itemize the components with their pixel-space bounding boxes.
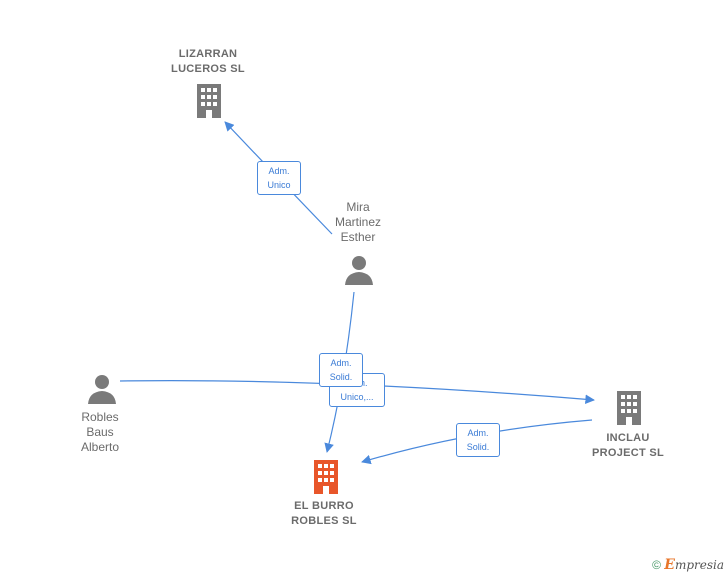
role-badge-mira-burro[interactable]: Adm. Solid.: [319, 353, 363, 387]
building-icon[interactable]: [193, 83, 225, 119]
person-icon[interactable]: [343, 254, 375, 286]
person-icon[interactable]: [86, 373, 118, 405]
company-inclau-label: INCLAU PROJECT SL: [591, 432, 665, 459]
person-mira-label: Mira Martinez Esther: [334, 200, 381, 244]
company-burro-label: EL BURRO ROBLES SL: [291, 500, 357, 527]
brand-logo: Empresia: [664, 557, 724, 573]
person-robles-label: Robles Baus Alberto: [80, 410, 120, 454]
role-badge-mira-lizarran[interactable]: Adm. Unico: [257, 161, 301, 195]
building-icon[interactable]: [310, 459, 342, 495]
copyright-symbol: ©: [652, 558, 661, 572]
building-icon[interactable]: [613, 390, 645, 426]
company-lizarran-label: LIZARRAN LUCEROS SL: [171, 48, 245, 75]
role-badge-inclau-burro[interactable]: Adm. Solid.: [456, 423, 500, 457]
footer-brand: © Empresia: [652, 557, 724, 573]
